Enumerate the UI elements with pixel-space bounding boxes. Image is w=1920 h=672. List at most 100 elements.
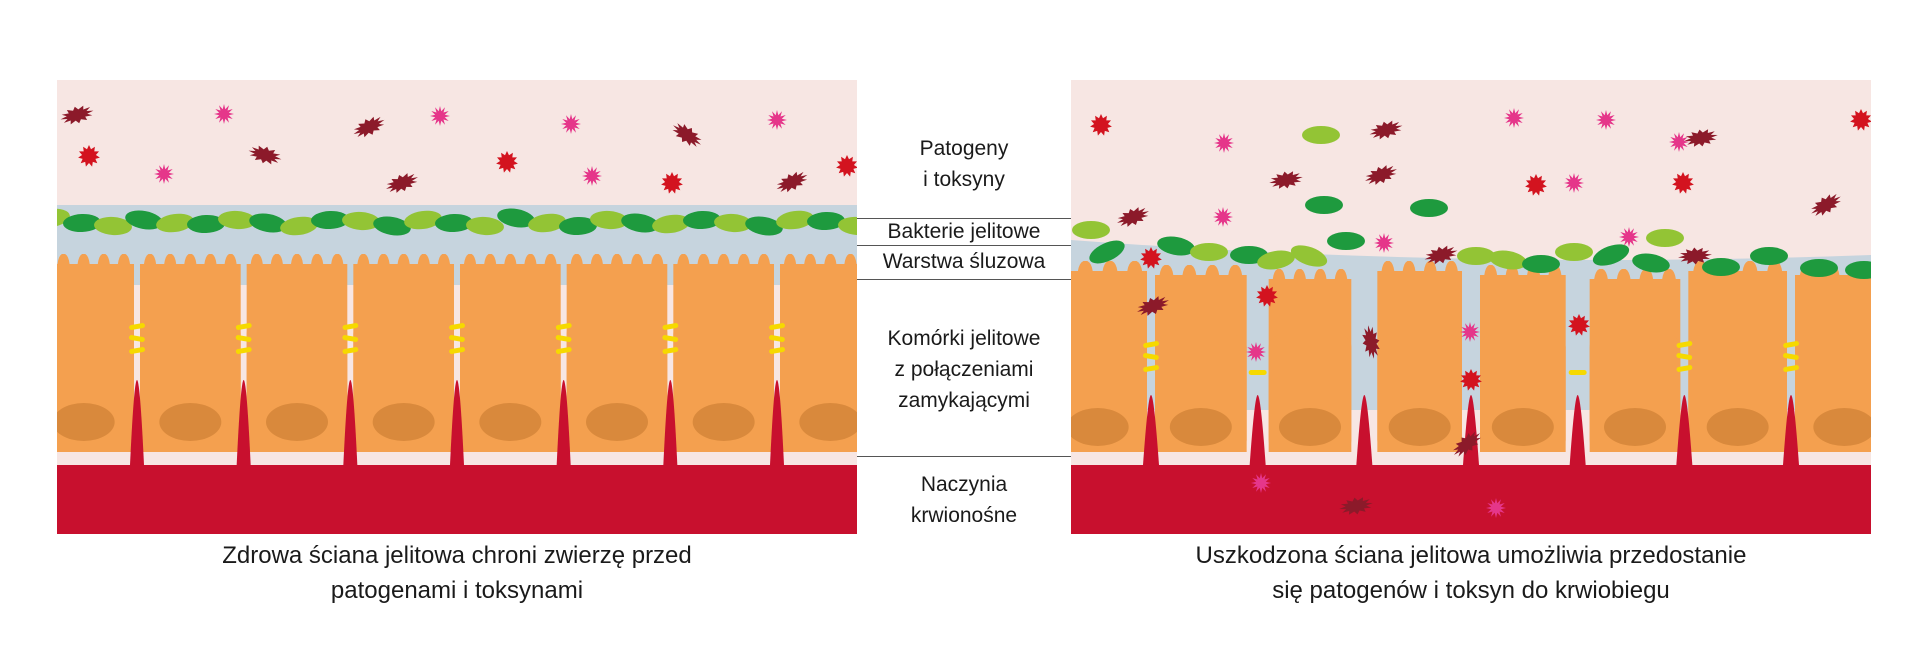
blood-capillary xyxy=(130,380,144,465)
nucleus-icon xyxy=(372,403,435,441)
nucleus-icon xyxy=(479,403,542,441)
nucleus-icon xyxy=(266,403,328,441)
separator-bacteria-mucus xyxy=(857,245,1071,246)
tight-junction-icon xyxy=(129,323,146,330)
pathogen-icon xyxy=(1140,247,1162,269)
pathogens-group xyxy=(1090,108,1871,518)
bacterium-icon xyxy=(745,216,783,236)
pathogen-icon xyxy=(1672,172,1694,194)
bacterium-icon xyxy=(218,210,256,230)
toxin-icon xyxy=(1374,233,1394,253)
bacterium-icon xyxy=(838,216,857,236)
enterocyte-cell xyxy=(246,254,348,452)
bacterium-icon xyxy=(714,213,752,233)
bacterium-icon xyxy=(1089,240,1125,264)
tight-junction-icon xyxy=(1676,365,1693,372)
tight-junction-icon xyxy=(1248,370,1267,375)
enterocyte-cell xyxy=(1155,265,1247,452)
tight-junction-icon xyxy=(662,335,679,342)
pathogen-icon xyxy=(1678,247,1712,265)
toxin-icon xyxy=(214,104,234,124)
bacterium-icon xyxy=(1327,232,1365,250)
pathogen-icon xyxy=(1269,171,1303,189)
label-cells: Komórki jelitowe z połączeniami zamykają… xyxy=(857,323,1071,416)
label-mucus: Warstwa śluzowa xyxy=(857,246,1071,277)
blood-capillary xyxy=(1249,395,1266,465)
pathogen-icon xyxy=(1568,314,1590,336)
tight-junction-icon xyxy=(235,347,252,354)
enterocyte-cell xyxy=(353,254,454,452)
separator-mucus-cells xyxy=(857,279,1071,280)
bacterium-icon xyxy=(1489,250,1527,270)
nucleus-icon xyxy=(1491,408,1554,446)
bacterium-icon xyxy=(57,208,70,228)
bacterium-icon xyxy=(807,211,845,231)
bacterium-icon xyxy=(125,210,163,230)
toxin-icon xyxy=(1564,173,1584,193)
pathogen-icon xyxy=(1453,431,1481,457)
tight-junction-icon xyxy=(235,335,252,342)
pathogens-group xyxy=(60,104,857,194)
toxin-icon xyxy=(767,110,787,130)
toxin-icon xyxy=(1669,132,1689,152)
enterocyte-cell xyxy=(1377,261,1462,452)
tight-junction-icon xyxy=(449,323,466,330)
enterocyte-cell xyxy=(1268,269,1352,452)
nucleus-icon xyxy=(586,403,648,441)
bacterium-icon xyxy=(1302,126,1340,144)
tight-junction-icon xyxy=(129,347,146,354)
nucleus-icon xyxy=(1604,408,1666,446)
bacterium-icon xyxy=(1522,255,1560,273)
pathogen-icon xyxy=(1339,497,1373,515)
separator-pathogens-bacteria xyxy=(857,218,1071,219)
toxin-icon xyxy=(1460,322,1480,342)
pathogen-icon xyxy=(386,173,418,193)
bacterium-icon xyxy=(1290,245,1328,267)
label-cells-line3: zamykającymi xyxy=(898,389,1030,412)
bacterium-icon xyxy=(1555,243,1593,261)
separator-cells-vessels xyxy=(857,456,1071,457)
enterocyte-cell xyxy=(1071,261,1147,452)
toxin-icon xyxy=(430,106,450,126)
pathogen-icon xyxy=(1117,207,1149,227)
nucleus-icon xyxy=(1169,408,1232,446)
blood-capillary xyxy=(1356,395,1373,465)
pathogen-icon xyxy=(1850,109,1871,131)
pathogen-icon xyxy=(1684,129,1718,147)
bacterium-icon xyxy=(1257,250,1295,270)
bacterium-icon xyxy=(280,216,318,236)
label-cells-line1: Komórki jelitowe xyxy=(887,327,1041,350)
bacterium-icon xyxy=(497,208,535,228)
label-pathogens-line1: Patogeny xyxy=(919,137,1009,160)
bacterium-icon xyxy=(776,210,814,230)
pathogen-icon xyxy=(1137,296,1169,316)
bacterium-icon xyxy=(1305,196,1343,214)
toxin-icon xyxy=(561,114,581,134)
nucleus-icon xyxy=(692,403,755,441)
nucleus-icon xyxy=(1813,408,1871,446)
damaged-gut-wall-illustration xyxy=(1071,80,1871,534)
tight-junction-icon xyxy=(1142,353,1159,360)
bacterium-icon xyxy=(249,213,287,233)
toxin-icon xyxy=(582,166,602,186)
pathogen-icon xyxy=(672,123,702,147)
bacteria-layer xyxy=(57,208,857,236)
toxin-icon xyxy=(1596,110,1616,130)
tight-junction-icon xyxy=(555,335,572,342)
caption-healthy-line2: patogenami i toksynami xyxy=(330,577,584,604)
toxin-icon xyxy=(1619,227,1639,247)
blood-capillary xyxy=(1143,395,1159,465)
pathogen-icon xyxy=(1365,165,1397,185)
caption-damaged-line2: się patogenów i toksyn do krwiobiegu xyxy=(1272,577,1670,604)
tight-junction-icon xyxy=(769,323,786,330)
tight-junction-icon xyxy=(1143,365,1160,372)
label-cells-line2: z połączeniami xyxy=(894,358,1034,381)
enterocyte-cell xyxy=(1480,265,1566,452)
tight-junction-icon xyxy=(1783,365,1800,372)
tight-junction-icon xyxy=(555,347,572,354)
bacteria-layer xyxy=(1072,126,1871,279)
label-pathogens: Patogeny i toksyny xyxy=(857,133,1071,195)
toxin-icon xyxy=(1251,473,1271,493)
toxin-icon xyxy=(154,164,174,184)
